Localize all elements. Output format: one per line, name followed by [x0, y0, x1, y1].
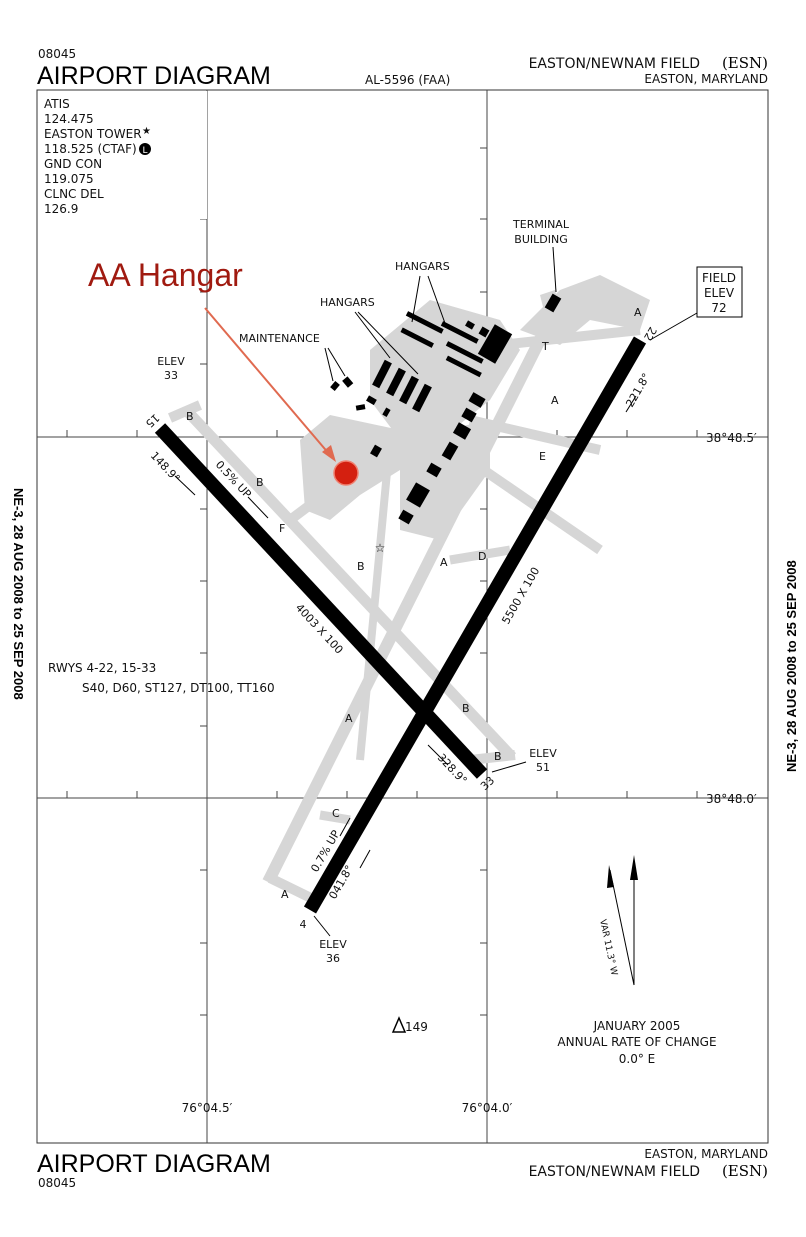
- diagram-frame: [36, 89, 769, 1144]
- svg-text:51: 51: [536, 761, 550, 774]
- aa-hangar-marker: [333, 460, 359, 486]
- obstacle-icon: [391, 1016, 407, 1033]
- svg-text:38°48.0′: 38°48.0′: [706, 792, 757, 806]
- runway-end-15: 15: [143, 411, 162, 430]
- taxiway-labels: B B B B B F A A A A A D E T C: [186, 306, 642, 901]
- svg-text:GND CON: GND CON: [44, 157, 102, 171]
- svg-text:ELEV: ELEV: [529, 747, 557, 760]
- svg-text:L: L: [142, 146, 147, 156]
- svg-text:MAINTENANCE: MAINTENANCE: [239, 332, 320, 345]
- svg-text:JANUARY 2005: JANUARY 2005: [593, 1019, 681, 1033]
- tower-star-icon: ★: [142, 126, 151, 137]
- runway-end-22: 22: [641, 324, 659, 343]
- slope-arrow: [247, 496, 269, 519]
- heading-22: 221.8°: [623, 371, 653, 410]
- svg-text:36: 36: [326, 952, 340, 965]
- svg-text:ELEV: ELEV: [157, 355, 185, 368]
- svg-text:33: 33: [164, 369, 178, 382]
- airport-location: EASTON, MARYLAND: [644, 72, 768, 86]
- svg-text:118.525 (CTAF): 118.525 (CTAF): [44, 142, 137, 156]
- svg-text:HANGARS: HANGARS: [320, 296, 375, 309]
- svg-text:HANGARS: HANGARS: [395, 260, 450, 273]
- svg-text:B: B: [494, 750, 502, 763]
- tower-star-icon: ☆: [375, 541, 386, 555]
- svg-text:119.075: 119.075: [44, 172, 94, 186]
- annotation-arrow: [204, 307, 331, 456]
- north-arrow-icon: [607, 855, 638, 986]
- svg-text:C: C: [332, 807, 340, 820]
- svg-text:F: F: [279, 522, 285, 535]
- faa-id: AL-5596 (FAA): [365, 73, 450, 87]
- frequency-list: ATIS 124.475 EASTON TOWER 118.525 (CTAF)…: [44, 97, 142, 216]
- magnetic-variation: VAR 11.3° W: [597, 919, 619, 977]
- svg-text:72: 72: [711, 301, 726, 315]
- svg-text:126.9: 126.9: [44, 202, 78, 216]
- field-elevation: FIELD ELEV 72: [702, 271, 736, 315]
- svg-text:BUILDING: BUILDING: [514, 233, 567, 246]
- svg-text:EASTON TOWER: EASTON TOWER: [44, 127, 142, 141]
- effective-dates-left: NE-3, 28 AUG 2008 to 25 SEP 2008: [11, 488, 26, 700]
- lat-lon-grid: [37, 90, 768, 1143]
- heading-arrow: [427, 744, 449, 766]
- svg-text:38°48.5′: 38°48.5′: [706, 431, 757, 445]
- lighting-icon: [139, 143, 151, 155]
- heading-arrow: [625, 395, 637, 413]
- svg-text:76°04.0′: 76°04.0′: [462, 1101, 513, 1115]
- svg-text:T: T: [541, 340, 549, 353]
- footer-airport-code: (ESN): [722, 1162, 768, 1180]
- buildings: [330, 293, 562, 525]
- footer-airport-name: EASTON/NEWNAM FIELD: [529, 1164, 700, 1180]
- airport-name: EASTON/NEWNAM FIELD: [529, 56, 700, 72]
- runway-end-33: 33: [478, 774, 497, 793]
- obstacle: 149: [391, 1016, 428, 1034]
- magnetic-info: JANUARY 2005 ANNUAL RATE OF CHANGE 0.0° …: [557, 1019, 716, 1066]
- field-elevation-leader: [649, 312, 698, 341]
- svg-text:B: B: [186, 410, 194, 423]
- svg-text:A: A: [634, 306, 642, 319]
- footer-title: AIRPORT DIAGRAM: [37, 1150, 271, 1178]
- heading-arrow: [174, 475, 196, 496]
- svg-text:A: A: [345, 712, 353, 725]
- slope-arrow: [339, 817, 351, 837]
- svg-text:D: D: [478, 550, 486, 563]
- svg-text:76°04.5′: 76°04.5′: [182, 1101, 233, 1115]
- svg-text:A: A: [551, 394, 559, 407]
- airport-code: (ESN): [722, 54, 768, 72]
- aa-hangar-label: AA Hangar: [88, 257, 243, 293]
- coordinate-labels: 38°48.5′ 38°48.0′ 76°04.5′ 76°04.0′: [182, 431, 757, 1115]
- svg-text:B: B: [256, 476, 264, 489]
- svg-text:B: B: [357, 560, 365, 573]
- svg-text:ELEV: ELEV: [319, 938, 347, 951]
- annotation-arrowhead: [322, 445, 336, 462]
- runway-end-4: 4: [300, 918, 307, 931]
- svg-text:149: 149: [405, 1020, 428, 1034]
- runway-summary: RWYS 4-22, 15-33: [48, 661, 156, 675]
- svg-text:0.0° E: 0.0° E: [619, 1052, 655, 1066]
- svg-text:ELEV: ELEV: [704, 286, 735, 300]
- diagram-title: AIRPORT DIAGRAM: [37, 62, 271, 90]
- frequency-box: [38, 91, 207, 219]
- effective-dates-right: NE-3, 28 AUG 2008 to 25 SEP 2008: [784, 560, 799, 772]
- svg-text:124.475: 124.475: [44, 112, 94, 126]
- svg-text:A: A: [440, 556, 448, 569]
- svg-text:A: A: [281, 888, 289, 901]
- svg-text:ATIS: ATIS: [44, 97, 70, 111]
- chart-number: 08045: [38, 47, 76, 61]
- runway-strength: S40, D60, ST127, DT100, TT160: [82, 681, 275, 695]
- svg-text:B: B: [462, 702, 470, 715]
- svg-text:TERMINAL: TERMINAL: [512, 218, 570, 231]
- svg-text:E: E: [539, 450, 546, 463]
- svg-text:FIELD: FIELD: [702, 271, 736, 285]
- footer-location: EASTON, MARYLAND: [644, 1147, 768, 1161]
- svg-text:ANNUAL RATE OF CHANGE: ANNUAL RATE OF CHANGE: [557, 1035, 716, 1049]
- svg-text:CLNC DEL: CLNC DEL: [44, 187, 104, 201]
- callouts: HANGARS HANGARS TERMINAL BUILDING MAINTE…: [157, 218, 570, 965]
- footer-chart-number: 08045: [38, 1176, 76, 1190]
- runway-4-22: [303, 336, 647, 914]
- field-elevation-box: [696, 266, 743, 318]
- taxiways: [168, 275, 650, 905]
- heading-arrow: [359, 849, 371, 869]
